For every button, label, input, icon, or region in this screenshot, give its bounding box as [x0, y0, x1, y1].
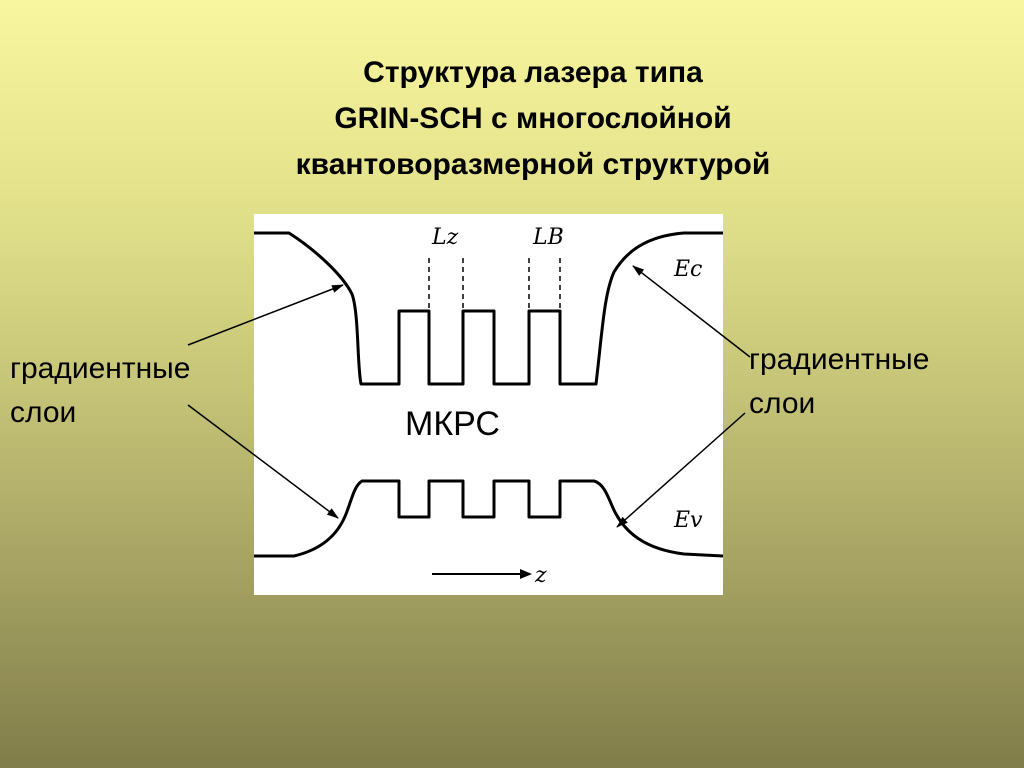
left-gradient-label: градиентные слои: [10, 347, 190, 435]
right-gradient-label: градиентные слои: [749, 338, 929, 426]
valence-band-curve: [254, 479, 723, 558]
title-line-1: Структура лазера типа: [363, 56, 703, 89]
left-label-line-2: слои: [10, 396, 77, 429]
title-line-3: квантоворазмерной структурой: [295, 148, 771, 181]
slide-title: Структура лазера типа GRIN-SCH с многосл…: [0, 50, 1024, 188]
z-axis-arrowhead: [520, 569, 532, 579]
title-line-2: GRIN-SCH с многослойной: [334, 102, 732, 135]
right-label-line-2: слои: [749, 387, 816, 420]
left-label-line-1: градиентные: [10, 352, 191, 385]
ev-label: Ev: [673, 508, 703, 533]
z-axis-label: z: [534, 563, 547, 588]
conduction-band-curve: [254, 231, 723, 386]
lb-label: LB: [532, 225, 564, 250]
mqw-label: МКРС: [405, 405, 500, 443]
ec-label: Ec: [673, 257, 702, 282]
lz-label: Lz: [431, 225, 459, 250]
right-label-line-1: градиентные: [749, 343, 930, 376]
